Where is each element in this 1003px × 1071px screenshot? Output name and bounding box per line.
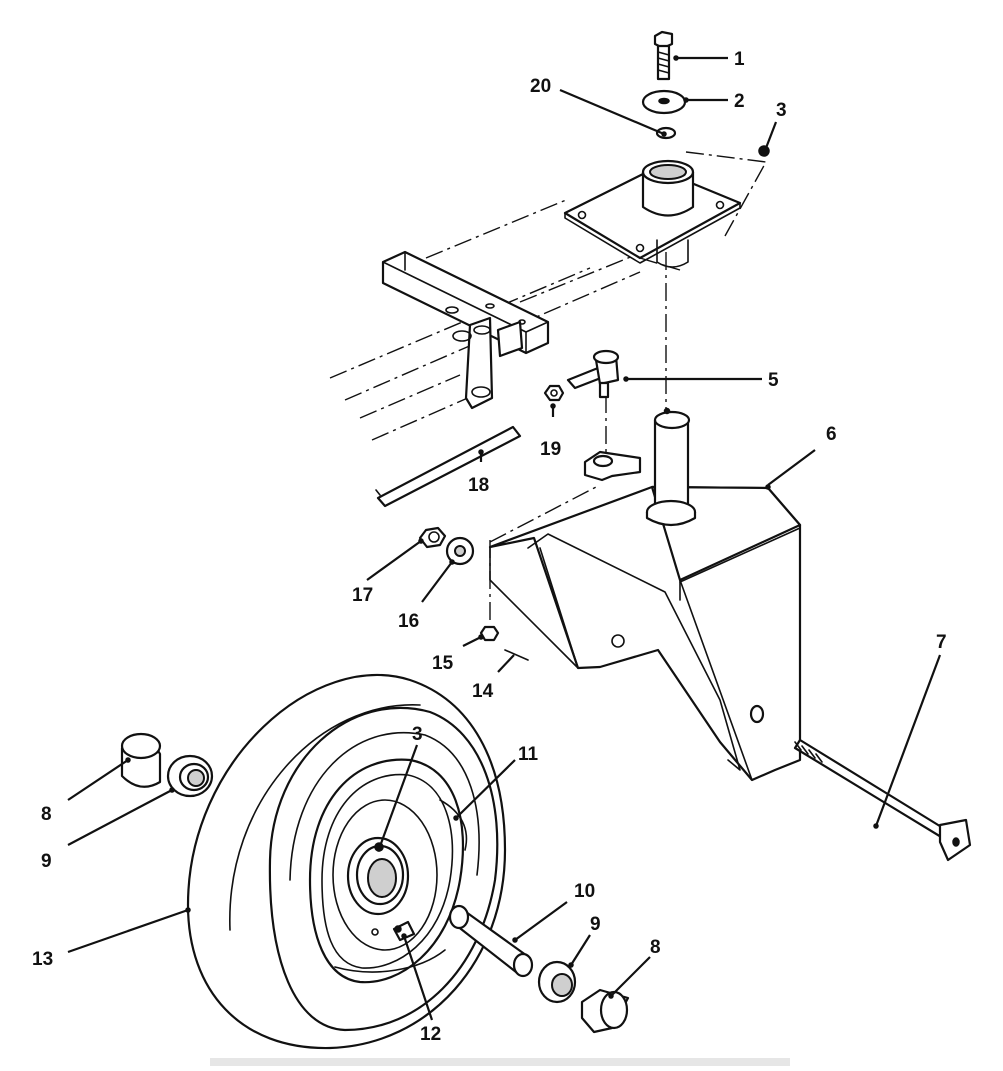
bolt xyxy=(653,30,674,81)
callout-5: 5 xyxy=(768,370,779,391)
callout-3b: 3 xyxy=(412,724,423,745)
callout-9: 9 xyxy=(41,851,52,872)
callout-8b: 8 xyxy=(650,937,661,958)
callout-17: 17 xyxy=(352,585,373,606)
valve-stem xyxy=(392,920,416,942)
callout-10: 10 xyxy=(574,881,595,902)
bearing-right xyxy=(537,960,577,1004)
callout-6: 6 xyxy=(826,424,837,445)
callout-13: 13 xyxy=(32,949,53,970)
caster-fork xyxy=(488,395,802,782)
spacer-right xyxy=(580,988,630,1034)
callout-3: 3 xyxy=(776,100,787,121)
callout-16: 16 xyxy=(398,611,419,632)
grease-fitting-top xyxy=(758,145,770,157)
callout-8: 8 xyxy=(41,804,52,825)
nut-17 xyxy=(418,526,447,549)
spacer-left xyxy=(120,732,162,788)
callout-11: 11 xyxy=(518,744,539,765)
callout-labels: 1 2 20 3 5 19 18 6 7 17 16 15 14 8 9 13 … xyxy=(32,49,947,1045)
nut-15 xyxy=(479,625,500,642)
mount-plate xyxy=(563,151,767,271)
axle-bolt xyxy=(793,738,972,862)
callout-19: 19 xyxy=(540,439,561,460)
callout-15: 15 xyxy=(432,653,454,674)
callout-2: 2 xyxy=(734,91,745,112)
axle-tube xyxy=(448,904,534,978)
washer-16 xyxy=(445,536,475,566)
callout-1: 1 xyxy=(734,49,745,70)
washer xyxy=(641,89,687,115)
leader-lines xyxy=(67,55,942,1021)
bearing-left xyxy=(166,754,214,798)
callout-20: 20 xyxy=(530,76,551,97)
pivot-pin xyxy=(566,349,620,399)
rod xyxy=(375,425,522,508)
callout-14: 14 xyxy=(472,681,494,702)
cotter-pin xyxy=(504,649,529,661)
wheel xyxy=(186,674,507,1050)
callout-18: 18 xyxy=(468,475,489,496)
callout-7: 7 xyxy=(936,632,947,653)
cropped-watermark xyxy=(210,1058,790,1066)
nut-small xyxy=(543,384,565,402)
callout-12: 12 xyxy=(420,1024,441,1045)
callout-9b: 9 xyxy=(590,914,601,935)
